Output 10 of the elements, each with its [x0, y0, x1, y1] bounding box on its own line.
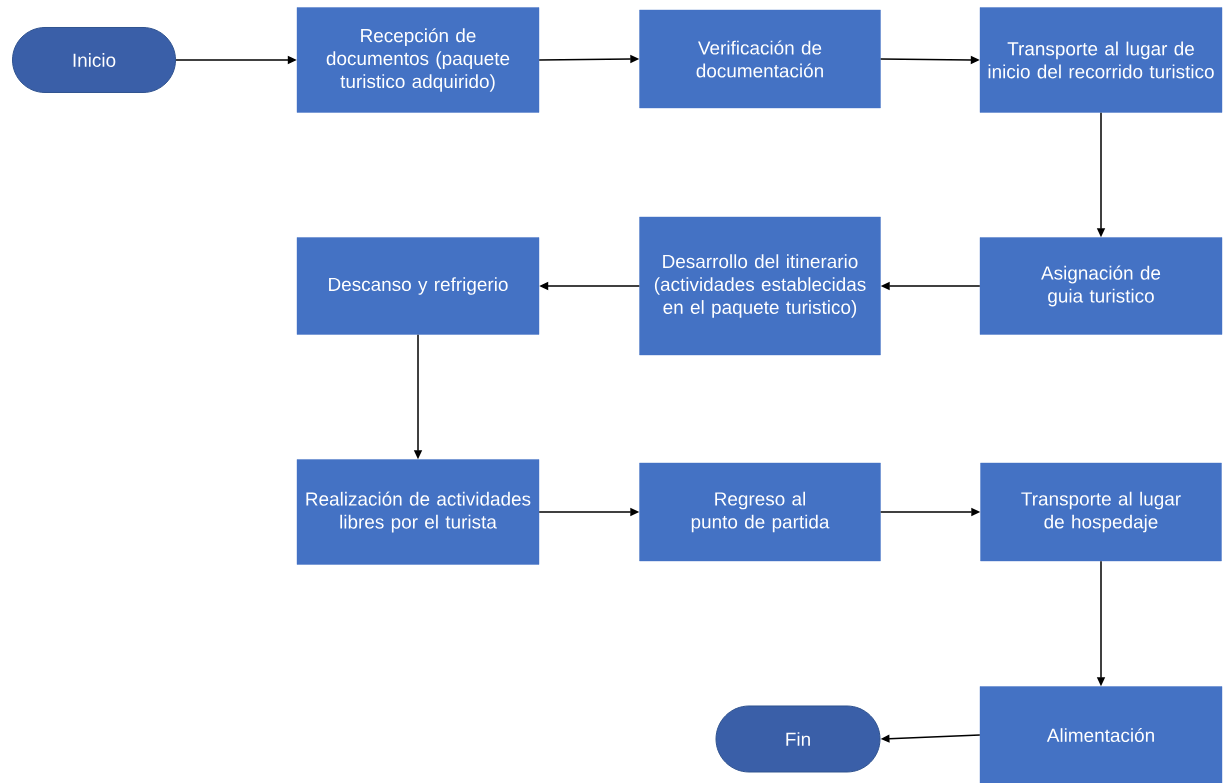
process-box: Recepción de documentos (paquete turistico adquirido)	[296, 7, 540, 113]
process-box: Desarrollo del itinerario (actividades establecidas en el paquete turistico)	[639, 216, 881, 356]
process-box: Asignación de guia turistico	[979, 237, 1223, 335]
process-box: Verificación de documentación	[639, 9, 881, 109]
process-box: Transporte al lugar de hospedaje	[980, 462, 1222, 562]
process-box: Alimentación	[979, 686, 1223, 783]
process-box: Transporte al lugar de inicio del recorrido turistico	[979, 7, 1223, 113]
process-box: Realización de actividades libres por el turista	[296, 459, 540, 565]
process-box: Descanso y refrigerio	[296, 237, 540, 335]
process-box: Regreso al punto de partida	[639, 462, 881, 562]
